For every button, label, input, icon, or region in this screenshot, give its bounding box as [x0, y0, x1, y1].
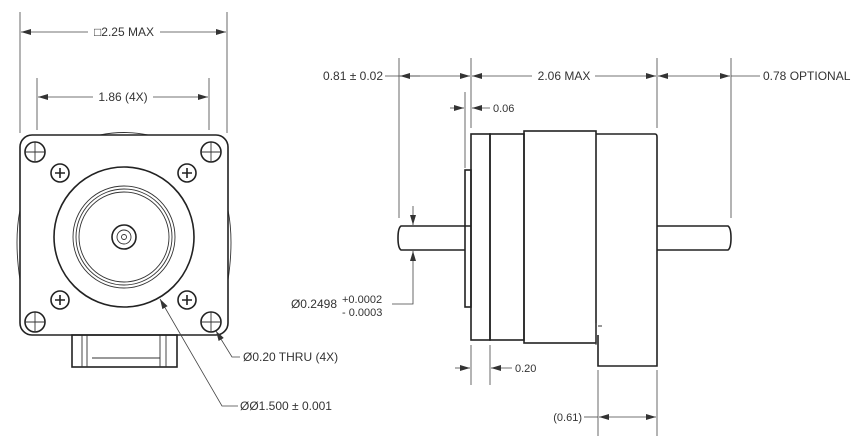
rear-shaft-length-label: 0.78 OPTIONAL: [763, 69, 851, 83]
screw-icon: [50, 290, 70, 310]
mounting-hole-icon: [24, 141, 46, 163]
mounting-holes: [24, 141, 222, 333]
screws: [50, 163, 197, 310]
rear-end-cap: [596, 133, 658, 367]
front-flange: [470, 133, 491, 341]
mounting-hole-label: Ø0.20 THRU (4X): [243, 350, 338, 364]
shaft-tolerance-minus: - 0.0003: [342, 307, 382, 319]
connector-offset-label: (0.61): [553, 412, 582, 424]
pilot-circle: [53, 166, 195, 308]
pilot-diameter-label: ØØ1.500 ± 0.001: [240, 399, 332, 413]
shaft-end: [111, 224, 137, 250]
front-view: □2.25 MAX 1.86 (4X): [16, 12, 338, 413]
mounting-hole-icon: [24, 311, 46, 333]
housing-bulge: [227, 209, 232, 281]
stator: [523, 130, 597, 344]
dimension-line: [392, 251, 416, 305]
side-view: 0.81 ± 0.02 2.06 MAX 0.78 OPTIONAL 0.06 …: [291, 58, 851, 436]
housing-bulge: [16, 209, 21, 281]
flange-thickness-label: 0.20: [515, 363, 536, 375]
hole-spacing-label: 1.86 (4X): [98, 90, 147, 104]
front-shaft: [397, 225, 471, 251]
mounting-hole-icon: [200, 311, 222, 333]
bearing-ring: [72, 185, 176, 289]
connector: [71, 334, 178, 368]
connector-tab: [595, 323, 602, 345]
screw-icon: [50, 163, 70, 183]
overall-width-label: □2.25 MAX: [94, 25, 154, 39]
leader-line: [215, 330, 240, 358]
bearing-ring: [75, 188, 173, 286]
bearing-ring: [78, 191, 170, 283]
shaft-diameter-label: Ø0.2498: [291, 297, 337, 311]
shaft-end: [116, 229, 132, 245]
rear-shaft: [657, 225, 732, 251]
front-shaft-length-label: 0.81 ± 0.02: [323, 69, 383, 83]
screw-icon: [177, 290, 197, 310]
pilot: [464, 169, 472, 308]
leader-line: [159, 298, 238, 407]
shaft-tolerance-plus: +0.0002: [342, 294, 382, 306]
pilot-depth-label: 0.06: [493, 103, 514, 115]
mounting-hole-icon: [200, 141, 222, 163]
body-length-label: 2.06 MAX: [538, 69, 591, 83]
motor-faceplate: [19, 134, 229, 336]
shaft-center: [121, 234, 127, 240]
screw-icon: [177, 163, 197, 183]
front-end-cap: [489, 133, 525, 341]
